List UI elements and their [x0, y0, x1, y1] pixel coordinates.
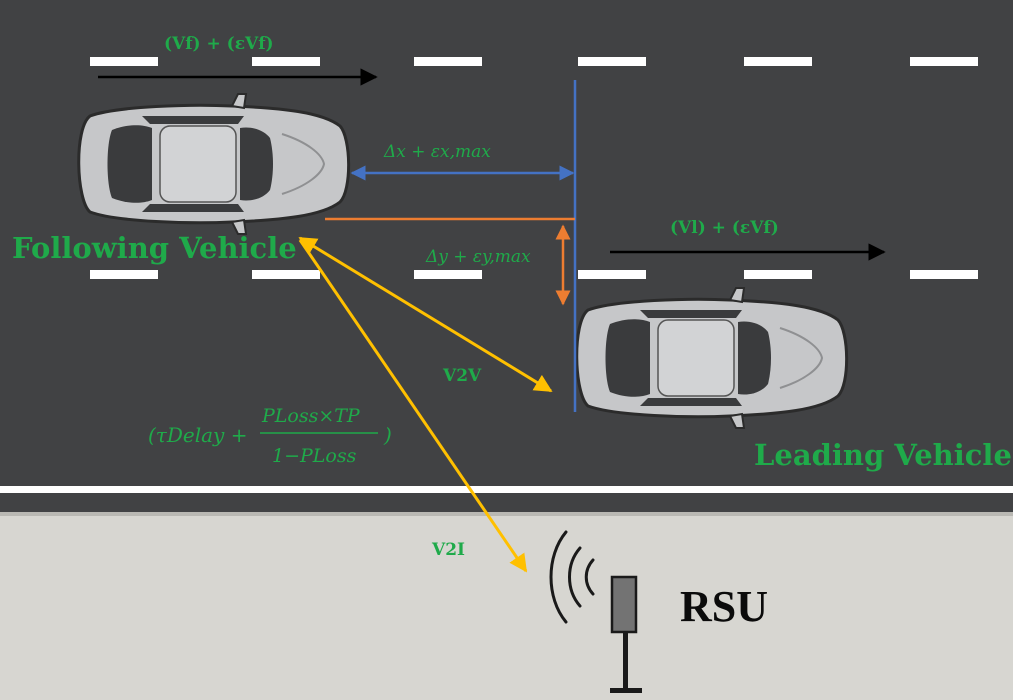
- leading-vehicle-label: Leading Vehicle: [754, 438, 1012, 472]
- sidewalk: [0, 515, 1013, 700]
- leading-speed-label: (Vl) + (εVf): [670, 218, 779, 238]
- lane-markings-upper: [90, 57, 978, 66]
- delay-formula-close: ): [383, 423, 392, 447]
- v2v-link-arrow: [298, 236, 553, 393]
- delta-x-label: Δx + εx,max: [383, 142, 491, 162]
- v2v-label: V2V: [442, 366, 482, 386]
- delta-y-label: Δy + εy,max: [425, 247, 531, 267]
- delay-formula-numerator: PLoss×TP: [261, 405, 361, 427]
- following-speed-label: (Vf) + (εVf): [164, 34, 274, 54]
- v2i-label: V2I: [431, 540, 465, 560]
- leading-vehicle-car: [575, 286, 849, 430]
- rsu-unit: [549, 530, 642, 693]
- v2i-link-arrow: [298, 239, 528, 573]
- delay-formula-open: (τDelay +: [148, 423, 247, 447]
- delay-formula-denominator: 1−PLoss: [272, 445, 357, 467]
- following-vehicle-label: Following Vehicle: [12, 231, 297, 265]
- rsu-label: RSU: [680, 582, 768, 631]
- following-vehicle-car: [77, 92, 351, 236]
- wireless-signal-icon: [549, 530, 595, 624]
- road-edge-line: [0, 486, 1013, 493]
- delay-formula: (τDelay + PLoss×TP 1−PLoss ): [148, 405, 392, 467]
